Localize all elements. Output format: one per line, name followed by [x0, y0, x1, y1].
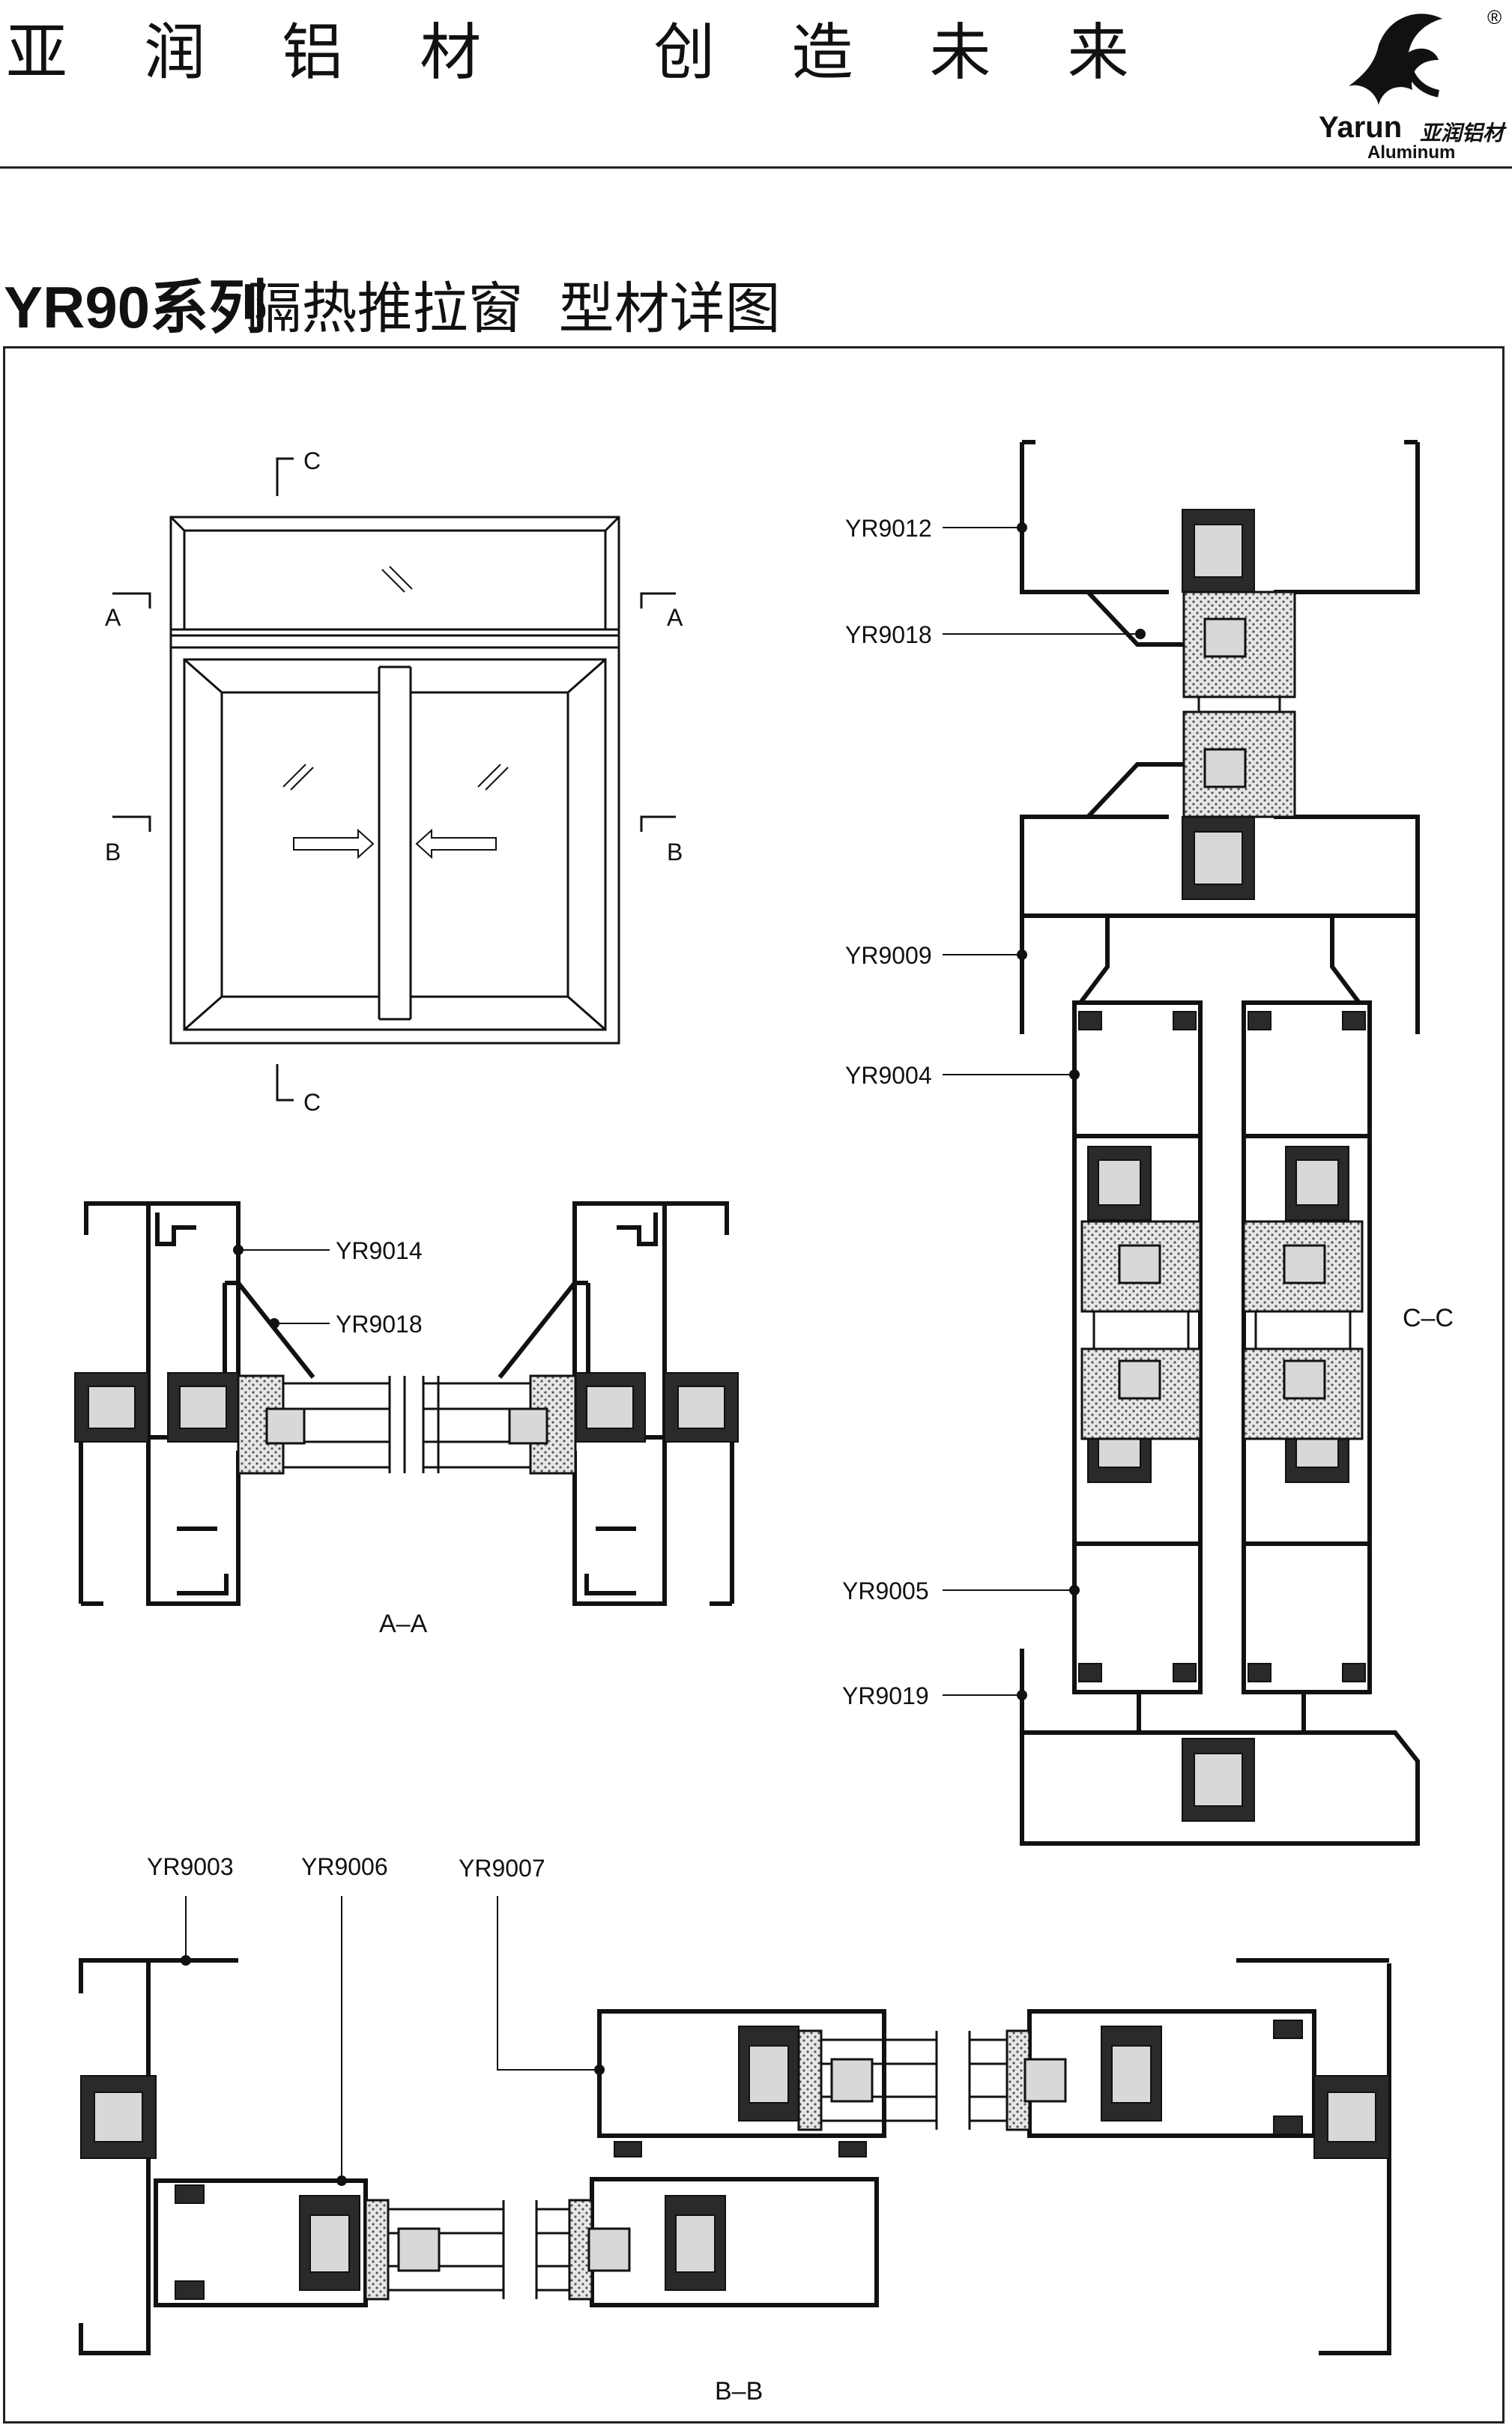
logo-text-cn: 亚润铝材: [1420, 121, 1505, 145]
label-yr9006: YR9006: [301, 1853, 388, 1880]
label-yr9018-cc: YR9018: [845, 621, 932, 648]
marker-a-right: A: [667, 604, 683, 631]
label-yr9019: YR9019: [842, 1682, 929, 1709]
page-title-series: YR90系列: [4, 274, 267, 340]
yarun-logo-icon: ®: [1349, 6, 1502, 105]
logo-subtitle: Aluminum: [1367, 142, 1456, 163]
marker-b-left: B: [105, 839, 121, 866]
label-yr9014: YR9014: [336, 1237, 423, 1264]
section-cc: [1020, 440, 1420, 1846]
header-divider: [0, 166, 1512, 169]
section-cc-glass: [1080, 591, 1364, 1440]
section-bb: [79, 1958, 1391, 2355]
section-cc-leaders: [943, 522, 1146, 1700]
section-label-bb: B–B: [715, 2377, 763, 2406]
section-bb-leaders: [181, 1896, 605, 2186]
logo-registered: ®: [1487, 6, 1502, 28]
drawing-frame: [3, 346, 1505, 2424]
label-yr9018-aa: YR9018: [336, 1311, 423, 1338]
window-elevation: [112, 457, 676, 1102]
section-bb-thermal-breaks: [80, 2020, 1390, 2300]
label-yr9003: YR9003: [147, 1853, 234, 1880]
section-bb-glass: [364, 2029, 1067, 2301]
section-label-cc: C–C: [1403, 1304, 1454, 1332]
label-yr9009: YR9009: [845, 942, 932, 969]
section-aa-glass: [237, 1374, 577, 1475]
marker-c-bottom: C: [303, 1089, 321, 1116]
header-slogan: 亚 润 铝 材 创 造 未 来: [6, 17, 1158, 88]
marker-c-top: C: [303, 447, 321, 474]
section-aa-leaders: [233, 1245, 330, 1329]
label-yr9005: YR9005: [842, 1577, 929, 1604]
label-yr9007: YR9007: [459, 1855, 545, 1882]
marker-a-left: A: [105, 604, 121, 631]
page-title-text: 隔热推拉窗 型材详图: [229, 277, 781, 341]
logo-text-en: Yarun: [1319, 111, 1403, 144]
section-aa-thermal-breaks: [74, 1372, 739, 1443]
section-label-aa: A–A: [379, 1610, 428, 1638]
label-yr9012: YR9012: [845, 515, 932, 542]
marker-b-right: B: [667, 839, 683, 866]
label-yr9004: YR9004: [845, 1062, 932, 1089]
